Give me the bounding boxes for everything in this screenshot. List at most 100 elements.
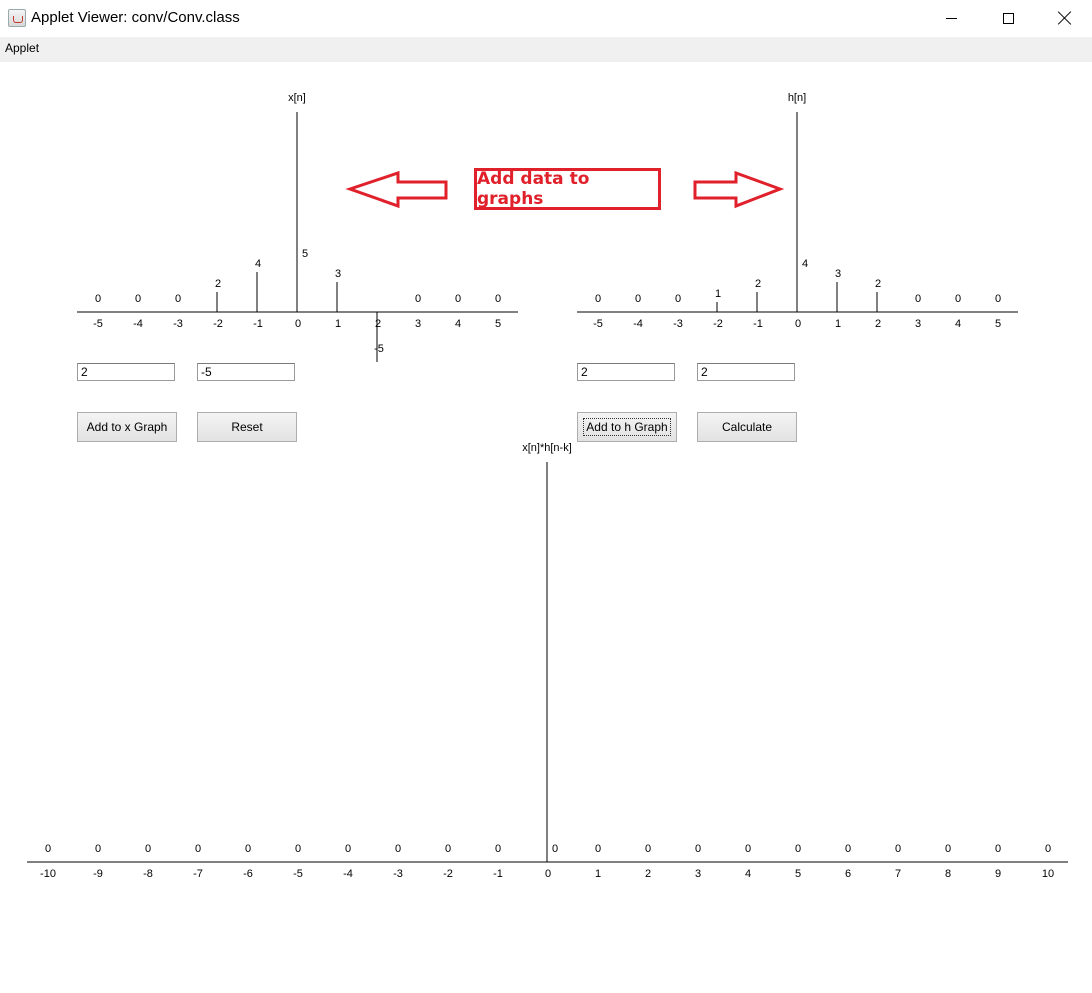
x-tick-label: 5: [495, 318, 501, 330]
h-index-field[interactable]: [577, 363, 675, 381]
maximize-icon: [1002, 12, 1014, 24]
x-tick-label: 2: [375, 318, 381, 330]
window-title: Applet Viewer: conv/Conv.class: [31, 9, 240, 26]
y-tick-label: -6: [243, 868, 253, 880]
y-value-label: 0: [145, 843, 151, 855]
y-value-label: 0: [245, 843, 251, 855]
title-bar: Applet Viewer: conv/Conv.class: [0, 0, 1092, 37]
x-tick-label: 4: [455, 318, 461, 330]
right-arrow-annotation: [693, 170, 785, 209]
right-arrow-icon: [693, 170, 785, 209]
y-value-label: 0: [895, 843, 901, 855]
x-axis-label: x[n]: [288, 92, 306, 104]
x-index-field[interactable]: [77, 363, 175, 381]
h-tick-label: -1: [753, 318, 763, 330]
x-value-label: 0: [135, 293, 141, 305]
x-value-label: 0: [175, 293, 181, 305]
h-tick-label: -2: [713, 318, 723, 330]
y-tick-label: 5: [795, 868, 801, 880]
y-tick-label: -8: [143, 868, 153, 880]
x-value-label: 5: [302, 248, 308, 260]
y-value-label: 0: [1045, 843, 1051, 855]
menu-bar: Applet: [0, 37, 1092, 62]
maximize-button[interactable]: [985, 0, 1031, 36]
x-value-label: 0: [495, 293, 501, 305]
x-tick-label: 1: [335, 318, 341, 330]
h-value-label: 0: [995, 293, 1001, 305]
y-value-label: 0: [195, 843, 201, 855]
x-tick-label: -3: [173, 318, 183, 330]
y-tick-label: 6: [845, 868, 851, 880]
x-value-label: 3: [335, 268, 341, 280]
y-value-label: 0: [495, 843, 501, 855]
y-value-label: 0: [795, 843, 801, 855]
h-value-label: 0: [675, 293, 681, 305]
y-value-label: 0: [95, 843, 101, 855]
x-tick-label: 0: [295, 318, 301, 330]
h-tick-label: -4: [633, 318, 643, 330]
y-tick-label: 7: [895, 868, 901, 880]
x-value-label: 4: [255, 258, 261, 270]
h-tick-label: 0: [795, 318, 801, 330]
add-to-x-graph-label: Add to x Graph: [86, 420, 168, 434]
x-value-field[interactable]: [197, 363, 295, 381]
y-value-label: 0: [645, 843, 651, 855]
h-tick-label: 3: [915, 318, 921, 330]
y-tick-label: 1: [595, 868, 601, 880]
y-tick-label: 2: [645, 868, 651, 880]
h-tick-label: 2: [875, 318, 881, 330]
x-tick-label: -4: [133, 318, 143, 330]
x-value-label: -5: [374, 343, 384, 355]
add-data-callout: Add data to graphs: [474, 168, 661, 210]
h-value-label: 3: [835, 268, 841, 280]
y-value-label: 0: [745, 843, 751, 855]
h-value-label: 0: [595, 293, 601, 305]
y-value-label: 0: [845, 843, 851, 855]
reset-button[interactable]: Reset: [197, 412, 297, 442]
h-value-field[interactable]: [697, 363, 795, 381]
h-value-label: 2: [755, 278, 761, 290]
y-value-label: 0: [945, 843, 951, 855]
y-tick-label: -3: [393, 868, 403, 880]
h-tick-label: -3: [673, 318, 683, 330]
y-tick-label: 10: [1042, 868, 1054, 880]
calculate-button[interactable]: Calculate: [697, 412, 797, 442]
h-value-label: 2: [875, 278, 881, 290]
y-value-label: 0: [595, 843, 601, 855]
x-tick-label: -2: [213, 318, 223, 330]
h-value-label: 0: [635, 293, 641, 305]
y-tick-label: -2: [443, 868, 453, 880]
y-tick-label: -1: [493, 868, 503, 880]
h-value-label: 0: [915, 293, 921, 305]
java-app-icon: [8, 9, 26, 27]
y-tick-label: -4: [343, 868, 353, 880]
minimize-icon: [945, 17, 957, 19]
x-value-label: 0: [95, 293, 101, 305]
x-value-label: 2: [215, 278, 221, 290]
y-value-label: 0: [695, 843, 701, 855]
add-to-x-graph-button[interactable]: Add to x Graph: [77, 412, 177, 442]
y-value-label: 0: [345, 843, 351, 855]
y-tick-label: -7: [193, 868, 203, 880]
y-value-label: 0: [995, 843, 1001, 855]
h-value-label: 0: [955, 293, 961, 305]
y-tick-label: -10: [40, 868, 56, 880]
calculate-label: Calculate: [721, 420, 773, 434]
h-axis-label: h[n]: [788, 92, 806, 104]
h-tick-label: 5: [995, 318, 1001, 330]
h-tick-label: 4: [955, 318, 961, 330]
add-to-h-graph-button[interactable]: Add to h Graph: [577, 412, 677, 442]
y-tick-label: 0: [545, 868, 551, 880]
left-arrow-annotation: [345, 170, 448, 209]
y-tick-label: 9: [995, 868, 1001, 880]
x-tick-label: -1: [253, 318, 263, 330]
reset-label: Reset: [231, 420, 263, 434]
left-arrow-icon: [345, 170, 448, 209]
minimize-button[interactable]: [928, 0, 974, 36]
y-tick-label: -9: [93, 868, 103, 880]
y-value-label: 0: [552, 843, 558, 855]
x-tick-label: -5: [93, 318, 103, 330]
menu-item-applet[interactable]: Applet: [5, 41, 40, 55]
y-tick-label: 8: [945, 868, 951, 880]
y-tick-label: -5: [293, 868, 303, 880]
